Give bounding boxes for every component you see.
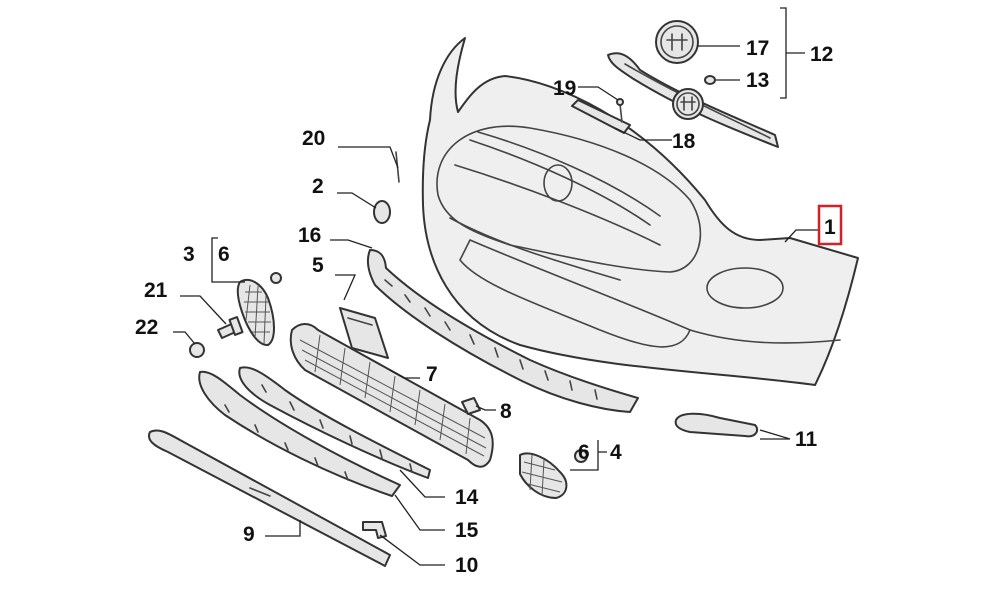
- callout-11[interactable]: 11: [795, 428, 818, 451]
- bumper-cover-part[interactable]: [421, 37, 859, 386]
- clip-part-10[interactable]: [362, 521, 387, 539]
- reinforcement-strip-part[interactable]: [366, 249, 639, 413]
- callout-10[interactable]: 10: [455, 554, 478, 577]
- fastener-lower-part[interactable]: [574, 449, 588, 463]
- callout-1[interactable]: 1: [824, 216, 836, 239]
- bolt-part[interactable]: [217, 316, 244, 339]
- callout-18[interactable]: 18: [672, 130, 696, 153]
- tow-hook-cover-part[interactable]: [373, 200, 391, 224]
- callout-13[interactable]: 13: [746, 69, 769, 92]
- grille-moulding-part[interactable]: [571, 99, 631, 134]
- callout-22[interactable]: 22: [135, 316, 158, 339]
- callout-7[interactable]: 7: [426, 363, 438, 386]
- callout-2[interactable]: 2: [312, 175, 324, 198]
- retaining-pin-part[interactable]: [616, 98, 624, 123]
- callout-12[interactable]: 12: [810, 43, 833, 66]
- callout-9[interactable]: 9: [243, 523, 255, 546]
- callout-labels: 1 2 3 4 5 6 6 7 8 9 10 11 12 13 14 15 16…: [135, 37, 843, 577]
- callout-19[interactable]: 19: [553, 77, 576, 100]
- fastener-upper-part[interactable]: [270, 272, 282, 284]
- lower-valance-part[interactable]: [148, 429, 391, 567]
- callout-5[interactable]: 5: [312, 254, 324, 277]
- side-trim-part[interactable]: [674, 412, 759, 438]
- lower-lip-strip-part[interactable]: [238, 366, 431, 479]
- callout-21[interactable]: 21: [144, 279, 168, 302]
- license-bracket-part[interactable]: [339, 307, 389, 359]
- clip-part-8[interactable]: [461, 397, 481, 415]
- lower-grille-part[interactable]: [289, 323, 494, 468]
- callout-6-lower[interactable]: 6: [578, 441, 590, 464]
- highlight-box: [817, 204, 843, 246]
- leader-lines: [173, 45, 818, 566]
- upper-emblem-badge-part[interactable]: [655, 20, 699, 64]
- callout-20[interactable]: 20: [302, 127, 325, 150]
- callout-15[interactable]: 15: [455, 519, 479, 542]
- callout-3[interactable]: 3: [183, 243, 195, 266]
- right-grille-insert-part[interactable]: [519, 452, 568, 499]
- callout-8[interactable]: 8: [500, 400, 512, 423]
- nut-part[interactable]: [189, 342, 205, 358]
- callout-17[interactable]: 17: [746, 37, 769, 60]
- callout-6-upper[interactable]: 6: [218, 243, 230, 266]
- callout-16[interactable]: 16: [298, 224, 321, 247]
- callout-4[interactable]: 4: [610, 441, 622, 464]
- spoiler-strip-part[interactable]: [198, 370, 401, 497]
- left-grille-insert-part[interactable]: [236, 279, 275, 346]
- lower-emblem-badge-part[interactable]: [672, 88, 704, 120]
- clip-part-13[interactable]: [704, 75, 716, 85]
- group-brackets: [211, 7, 805, 471]
- callout-14[interactable]: 14: [455, 486, 479, 509]
